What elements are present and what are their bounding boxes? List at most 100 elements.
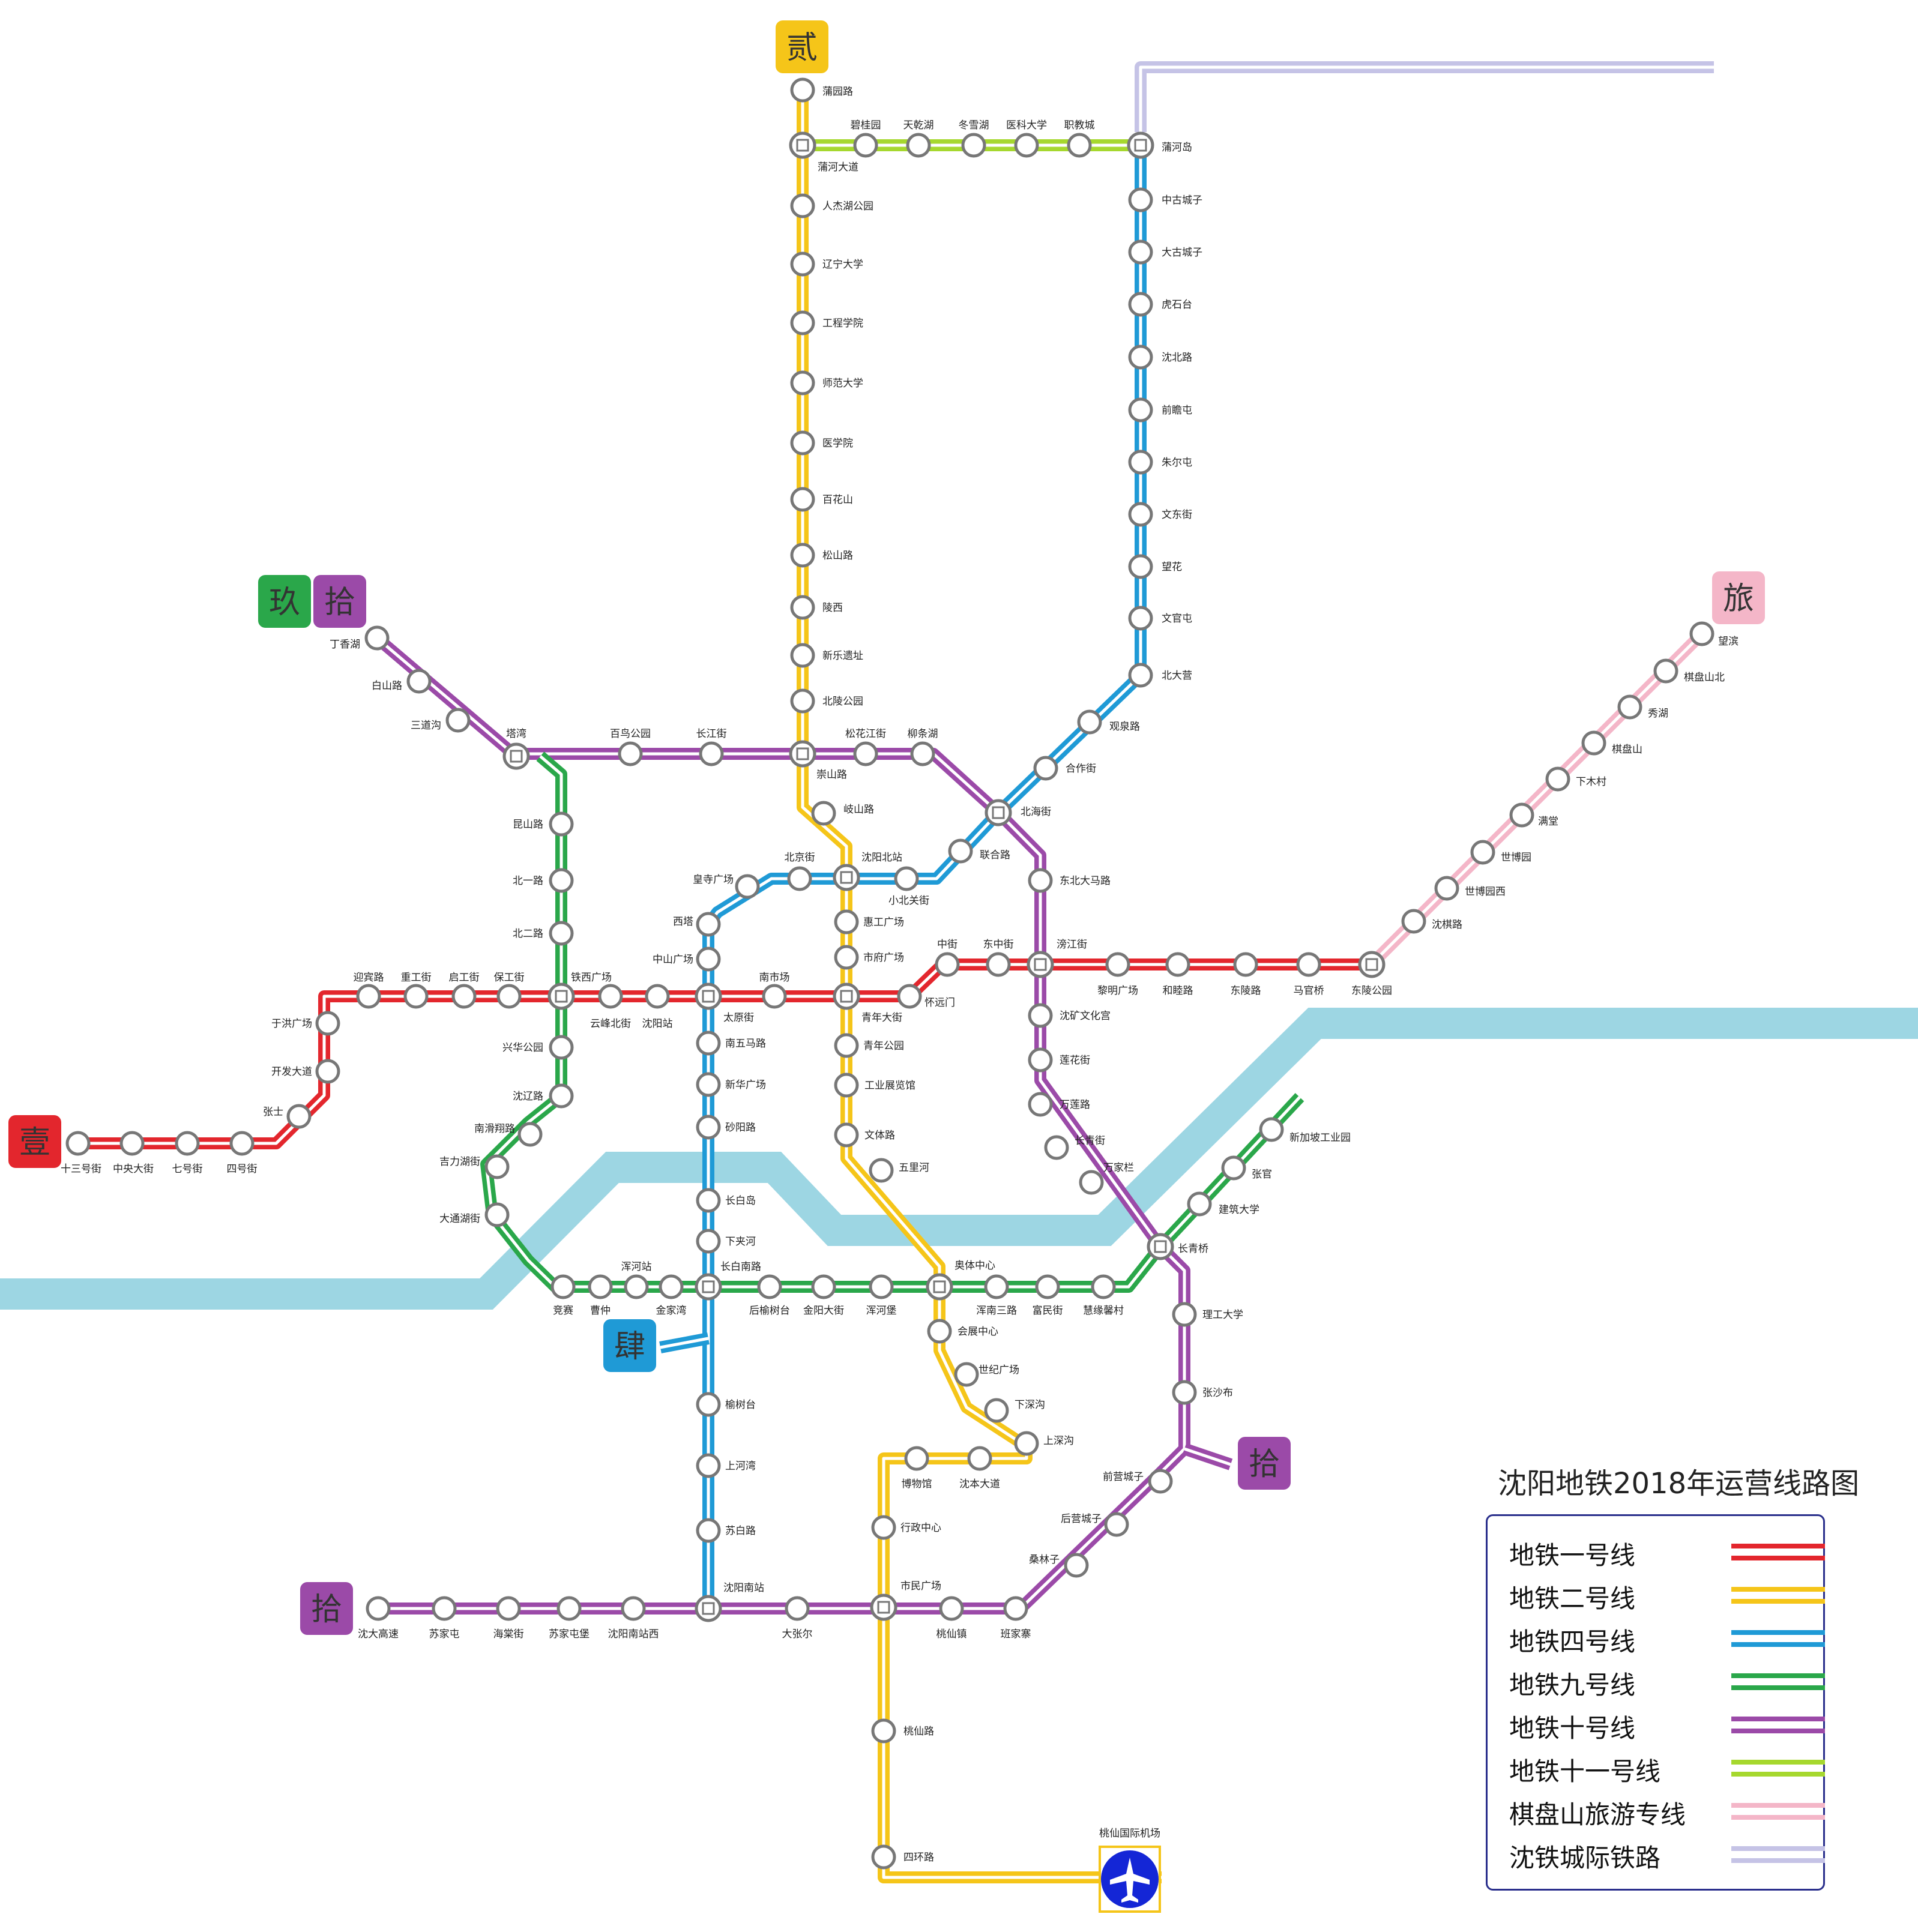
station[interactable]: 市民广场 <box>870 1580 941 1621</box>
station-marker[interactable] <box>1064 1553 1089 1578</box>
station[interactable]: 万家栏 <box>1079 1162 1134 1195</box>
station[interactable]: 蒲园路 <box>790 77 853 103</box>
station-marker[interactable] <box>696 1229 721 1254</box>
station[interactable]: 沈阳南站 <box>695 1582 764 1622</box>
station-marker[interactable] <box>549 921 574 946</box>
station-marker[interactable] <box>897 984 922 1009</box>
station[interactable]: 秀湖 <box>1617 694 1668 720</box>
station[interactable]: 沈阳南站西 <box>608 1596 659 1640</box>
transfer-station-marker[interactable] <box>547 983 575 1010</box>
station-marker[interactable] <box>315 1011 340 1036</box>
station[interactable]: 文体路 <box>834 1122 895 1148</box>
station[interactable]: 博物馆 <box>902 1446 932 1490</box>
station-marker[interactable] <box>904 1446 929 1471</box>
station[interactable]: 皇寺广场 <box>693 874 760 899</box>
station[interactable]: 沈本大道 <box>959 1446 1000 1490</box>
station[interactable]: 中央大街 <box>113 1131 154 1175</box>
station-marker[interactable] <box>484 1202 510 1227</box>
station-marker[interactable] <box>1545 766 1570 792</box>
station-marker[interactable] <box>939 1596 964 1621</box>
station-marker[interactable] <box>366 1596 391 1621</box>
station-marker[interactable] <box>696 1031 721 1056</box>
station-marker[interactable] <box>787 866 812 891</box>
station[interactable]: 百花山 <box>790 487 853 512</box>
station[interactable]: 竞赛 <box>550 1274 576 1317</box>
station-marker[interactable] <box>1689 621 1714 646</box>
station-marker[interactable] <box>1221 1155 1246 1181</box>
station[interactable]: 沈矿文化宫 <box>1028 1003 1111 1028</box>
station[interactable]: 榆树台 <box>696 1392 756 1417</box>
station[interactable]: 启工街 <box>449 972 480 1009</box>
station-marker[interactable] <box>1128 502 1153 527</box>
station[interactable]: 兴华公园 <box>502 1035 574 1060</box>
station[interactable]: 吉力湖街 <box>439 1154 510 1179</box>
station-marker[interactable] <box>948 838 973 864</box>
transfer-station-marker[interactable] <box>1027 951 1054 978</box>
station[interactable]: 大古城子 <box>1128 239 1202 265</box>
station[interactable]: 行政中心 <box>871 1515 941 1540</box>
station[interactable]: 桃仙路 <box>871 1718 934 1744</box>
station-marker[interactable] <box>1077 709 1102 735</box>
station-marker[interactable] <box>735 874 760 899</box>
station[interactable]: 金家湾 <box>656 1274 687 1317</box>
station-marker[interactable] <box>1434 876 1459 901</box>
station-marker[interactable] <box>790 430 815 456</box>
station-marker[interactable] <box>954 1362 979 1387</box>
station-marker[interactable] <box>229 1131 255 1156</box>
station-marker[interactable] <box>790 595 815 620</box>
station[interactable]: 小北关街 <box>888 866 929 907</box>
station-marker[interactable] <box>790 193 815 218</box>
transfer-station-marker[interactable] <box>695 1595 722 1622</box>
station[interactable]: 滂江街 <box>1027 939 1087 978</box>
station[interactable]: 长青桥 <box>1147 1233 1208 1260</box>
station[interactable]: 张沙布 <box>1172 1380 1233 1405</box>
station[interactable]: 东陵公园 <box>1351 951 1392 997</box>
station[interactable]: 惠工广场 <box>834 909 904 934</box>
station[interactable]: 百鸟公园 <box>610 728 651 766</box>
station[interactable]: 金阳大街 <box>803 1274 844 1317</box>
station[interactable]: 沈辽路 <box>513 1083 574 1109</box>
station-marker[interactable] <box>1172 1302 1197 1327</box>
station[interactable]: 文官屯 <box>1128 606 1192 631</box>
station-marker[interactable] <box>696 1188 721 1213</box>
station-marker[interactable] <box>1105 952 1130 977</box>
station[interactable]: 人杰湖公园 <box>790 193 873 218</box>
station[interactable]: 天乾湖 <box>903 119 934 158</box>
station-marker[interactable] <box>696 946 721 972</box>
station-marker[interactable] <box>1035 1274 1060 1299</box>
transfer-station-marker[interactable] <box>833 864 860 891</box>
station[interactable]: 四环路 <box>871 1844 934 1870</box>
station-marker[interactable] <box>869 1158 894 1183</box>
station-marker[interactable] <box>834 1122 859 1148</box>
station[interactable]: 重工街 <box>401 972 432 1009</box>
station[interactable]: 十三号街 <box>61 1131 101 1175</box>
station-marker[interactable] <box>315 1059 340 1084</box>
station[interactable]: 中街 <box>935 939 960 977</box>
transfer-station-marker[interactable] <box>502 742 530 770</box>
station-marker[interactable] <box>549 1035 574 1060</box>
station[interactable]: 长青街 <box>1044 1135 1105 1160</box>
station-marker[interactable] <box>834 1073 859 1098</box>
station-marker[interactable] <box>645 984 670 1009</box>
station[interactable]: 黎明广场 <box>1097 952 1138 997</box>
station-marker[interactable] <box>403 984 429 1009</box>
station-marker[interactable] <box>871 1844 896 1870</box>
station-marker[interactable] <box>598 984 623 1009</box>
station-marker[interactable] <box>790 77 815 103</box>
station-marker[interactable] <box>871 1718 896 1744</box>
station-marker[interactable] <box>621 1596 646 1621</box>
station[interactable]: 望花 <box>1128 554 1182 579</box>
station-marker[interactable] <box>1401 909 1426 934</box>
station-marker[interactable] <box>984 1274 1009 1299</box>
station-marker[interactable] <box>549 868 574 893</box>
station-marker[interactable] <box>696 1518 721 1543</box>
station-marker[interactable] <box>659 1274 684 1299</box>
station-marker[interactable] <box>790 310 815 336</box>
station-marker[interactable] <box>811 801 836 826</box>
station[interactable]: 青年大街 <box>833 983 902 1024</box>
station-marker[interactable] <box>696 1453 721 1478</box>
station-marker[interactable] <box>1470 840 1495 865</box>
station[interactable]: 新华广场 <box>696 1072 766 1097</box>
station-marker[interactable] <box>618 741 643 766</box>
station[interactable]: 下夹河 <box>696 1229 756 1254</box>
